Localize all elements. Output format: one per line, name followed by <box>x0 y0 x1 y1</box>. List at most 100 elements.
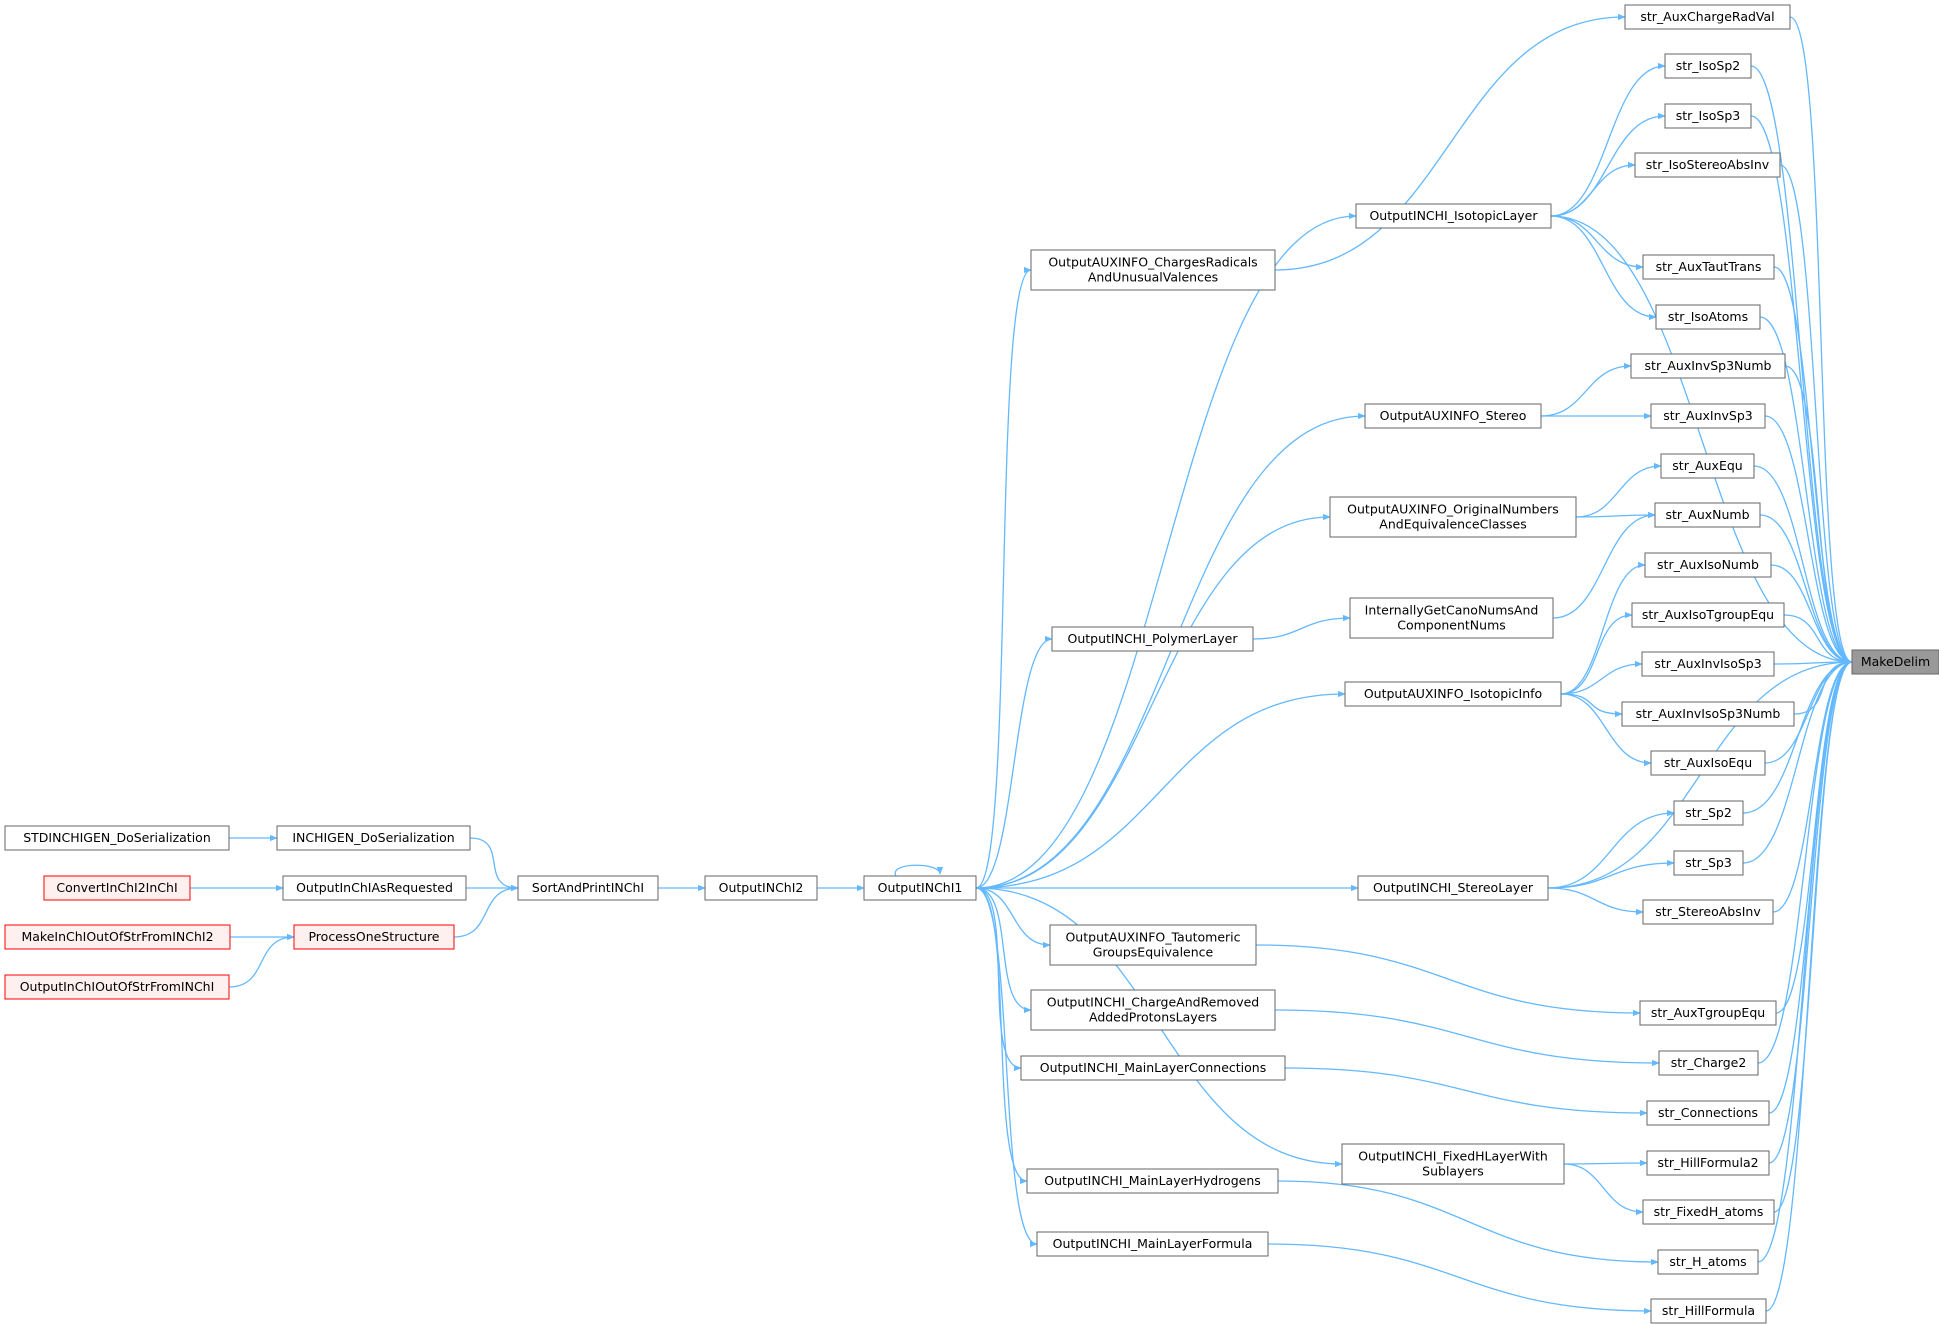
node-box <box>1030 249 1276 291</box>
node-str-aux-iso-numb[interactable]: str_AuxIsoNumb <box>1644 552 1772 578</box>
node-box <box>1341 1143 1565 1185</box>
node-str-aux-equ[interactable]: str_AuxEqu <box>1660 453 1755 479</box>
node-label: str_Sp2 <box>1685 805 1732 820</box>
node-str-fixed-h-atoms[interactable]: str_FixedH_atoms <box>1642 1199 1775 1225</box>
node-output-auxinfo-stereo[interactable]: OutputAUXINFO_Stereo <box>1364 403 1542 429</box>
node-str-iso-sp2[interactable]: str_IsoSp2 <box>1664 53 1752 79</box>
edge-output-inchi-isotopic-layer-to-make-delim <box>1550 215 1853 666</box>
node-stdinchigen-do-serialization[interactable]: STDINCHIGEN_DoSerialization <box>4 825 230 851</box>
node-label: Sublayers <box>1422 1164 1484 1179</box>
node-output-inchi-charge-and-removed[interactable]: OutputINCHI_ChargeAndRemovedAddedProtons… <box>1030 989 1276 1031</box>
node-str-iso-atoms[interactable]: str_IsoAtoms <box>1655 304 1761 330</box>
edge-output-auxinfo-stereo-to-str-aux-inv-sp3-numb <box>1540 362 1632 417</box>
node-label: str_Charge2 <box>1671 1055 1747 1070</box>
node-output-in-ch-ias-requested[interactable]: OutputInChIAsRequested <box>282 875 467 901</box>
node-label: str_AuxInvIsoSp3 <box>1654 656 1761 671</box>
edge-output-inchi-isotopic-layer-to-str-aux-taut-trans <box>1550 215 1644 271</box>
node-label: str_HillFormula <box>1662 1303 1755 1318</box>
node-str-sp3[interactable]: str_Sp3 <box>1673 850 1744 876</box>
node-box <box>704 875 818 901</box>
node-label: ProcessOneStructure <box>308 929 439 944</box>
node-label: str_AuxTautTrans <box>1656 259 1762 274</box>
node-str-aux-taut-trans[interactable]: str_AuxTautTrans <box>1642 254 1775 280</box>
edge-output-inchi-stereo-layer-to-str-sp3 <box>1547 859 1675 889</box>
node-str-aux-numb[interactable]: str_AuxNumb <box>1654 502 1761 528</box>
node-label: OutputINCHI_StereoLayer <box>1373 880 1534 895</box>
node-box <box>1646 1150 1770 1176</box>
node-output-inchi-main-layer-hydrogens[interactable]: OutputINCHI_MainLayerHydrogens <box>1026 1168 1279 1194</box>
node-box <box>1673 850 1744 876</box>
node-str-aux-inv-iso-sp3[interactable]: str_AuxInvIsoSp3 <box>1641 651 1775 677</box>
node-str-hill-formula2[interactable]: str_HillFormula2 <box>1646 1150 1770 1176</box>
node-str-hill-formula[interactable]: str_HillFormula <box>1650 1298 1767 1324</box>
node-process-one-structure[interactable]: ProcessOneStructure <box>293 924 455 950</box>
node-output-auxinfo-isotopic-info[interactable]: OutputAUXINFO_IsotopicInfo <box>1344 681 1562 707</box>
node-str-aux-iso-equ[interactable]: str_AuxIsoEqu <box>1650 750 1766 776</box>
node-label: GroupsEquivalence <box>1093 945 1214 960</box>
edge-output-inchi-isotopic-layer-to-str-iso-stereo-abs-inv <box>1550 161 1636 217</box>
edge-output-auxinfo-isotopic-info-to-str-aux-iso-numb <box>1560 561 1646 695</box>
node-str-aux-tgroup-equ[interactable]: str_AuxTgroupEqu <box>1639 1000 1777 1026</box>
node-label: OutputINCHI_FixedHLayerWith <box>1358 1149 1548 1164</box>
node-output-inchi-isotopic-layer[interactable]: OutputINCHI_IsotopicLayer <box>1355 203 1552 229</box>
node-str-aux-inv-iso-sp3-numb[interactable]: str_AuxInvIsoSp3Numb <box>1621 701 1795 727</box>
node-box <box>4 825 230 851</box>
edge-output-inchi-main-layer-formula-to-str-hill-formula <box>1267 1243 1652 1315</box>
node-box <box>1036 1231 1269 1257</box>
node-output-inchi-main-layer-formula[interactable]: OutputINCHI_MainLayerFormula <box>1036 1231 1269 1257</box>
node-label: OutputINChI2 <box>719 880 804 895</box>
edge-str-aux-numb-to-make-delim <box>1759 514 1853 666</box>
node-str-aux-inv-sp3[interactable]: str_AuxInvSp3 <box>1650 403 1766 429</box>
node-output-inchi-stereo-layer[interactable]: OutputINCHI_StereoLayer <box>1357 875 1549 901</box>
node-box <box>1344 681 1562 707</box>
node-box <box>1349 597 1554 639</box>
node-str-aux-inv-sp3-numb[interactable]: str_AuxInvSp3Numb <box>1630 353 1786 379</box>
node-label: InternallyGetCanoNumsAnd <box>1365 603 1539 618</box>
node-str-aux-charge-rad-val[interactable]: str_AuxChargeRadVal <box>1624 4 1791 30</box>
edge-str-aux-charge-rad-val-to-make-delim <box>1789 16 1853 666</box>
node-label: str_AuxIsoTgroupEqu <box>1642 607 1774 622</box>
node-inchigen-do-serialization[interactable]: INCHIGEN_DoSerialization <box>276 825 471 851</box>
node-label: OutputInChIAsRequested <box>296 880 453 895</box>
edge-str-aux-iso-numb-to-make-delim <box>1770 564 1853 666</box>
node-box <box>863 875 977 901</box>
edge-output-inchi-fixed-hlayer-with-to-str-fixed-h-atoms <box>1563 1163 1644 1216</box>
node-str-sp2[interactable]: str_Sp2 <box>1673 800 1744 826</box>
node-box <box>1631 602 1785 628</box>
node-label: OutputInChIOutOfStrFromINChI <box>20 979 215 994</box>
node-str-aux-iso-tgroup-equ[interactable]: str_AuxIsoTgroupEqu <box>1631 602 1785 628</box>
node-output-auxinfo-original-numbers[interactable]: OutputAUXINFO_OriginalNumbersAndEquivale… <box>1329 496 1577 538</box>
node-box <box>1642 899 1774 925</box>
node-output-auxinfo-tautomeric[interactable]: OutputAUXINFO_TautomericGroupsEquivalenc… <box>1049 924 1257 966</box>
node-output-inchi-main-layer-connections[interactable]: OutputINCHI_MainLayerConnections <box>1020 1055 1286 1081</box>
node-output-inchi-polymer-layer[interactable]: OutputINCHI_PolymerLayer <box>1051 626 1254 652</box>
edge-output-auxinfo-tautomeric-to-str-aux-tgroup-equ <box>1255 944 1641 1017</box>
node-output-in-ch-iout-of-str-from-inch-i[interactable]: OutputInChIOutOfStrFromINChI <box>4 974 230 1000</box>
node-box <box>293 924 455 950</box>
node-sort-and-print-inch-i[interactable]: SortAndPrintINChI <box>517 875 659 901</box>
node-make-in-ch-iout-of-str-from-inch-i2[interactable]: MakeInChIOutOfStrFromINChI2 <box>4 924 231 950</box>
edge-str-hill-formula-to-make-delim <box>1765 658 1853 1312</box>
node-output-inch-i1[interactable]: OutputINChI1 <box>863 875 977 901</box>
node-output-auxinfo-charges-radicals[interactable]: OutputAUXINFO_ChargesRadicalsAndUnusualV… <box>1030 249 1276 291</box>
node-str-iso-sp3[interactable]: str_IsoSp3 <box>1664 103 1752 129</box>
node-str-h-atoms[interactable]: str_H_atoms <box>1657 1249 1759 1275</box>
node-output-inch-i2[interactable]: OutputINChI2 <box>704 875 818 901</box>
node-make-delim[interactable]: MakeDelim <box>1851 649 1939 675</box>
node-str-iso-stereo-abs-inv[interactable]: str_IsoStereoAbsInv <box>1634 152 1781 178</box>
node-label: str_Sp3 <box>1685 855 1732 870</box>
nodes-layer: MakeDelim str_AuxChargeRadVal str_IsoSp2st… <box>4 4 1939 1324</box>
edge-str-sp3-to-make-delim <box>1742 658 1853 864</box>
node-convert-in-ch-i2-in-ch-i[interactable]: ConvertInChI2InChI <box>43 875 191 901</box>
node-label: OutputINCHI_MainLayerFormula <box>1053 1236 1253 1251</box>
node-box <box>1650 750 1766 776</box>
node-str-stereo-abs-inv[interactable]: str_StereoAbsInv <box>1642 899 1774 925</box>
node-label: MakeDelim <box>1861 654 1930 669</box>
node-label: OutputAUXINFO_ChargesRadicals <box>1048 255 1257 270</box>
node-box <box>1851 649 1939 675</box>
node-str-connections[interactable]: str_Connections <box>1646 1100 1770 1126</box>
node-str-charge2[interactable]: str_Charge2 <box>1658 1050 1759 1076</box>
